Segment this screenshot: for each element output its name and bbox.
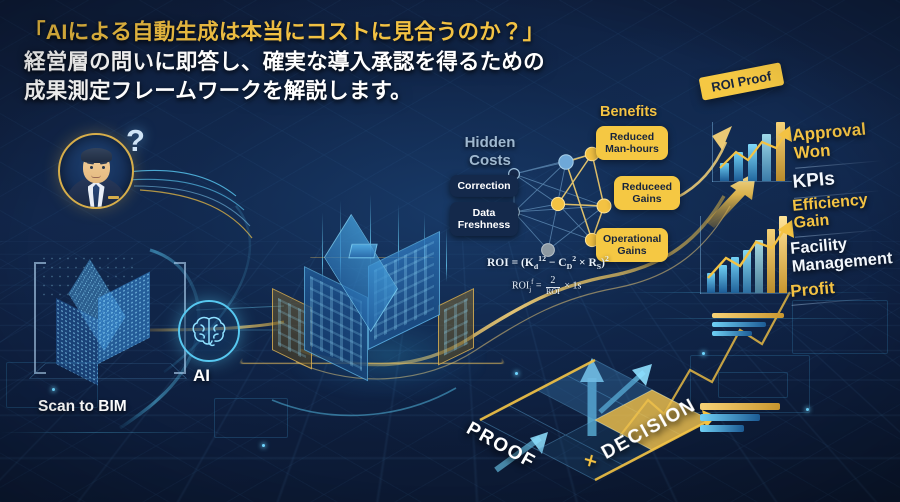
formula-prefix: ROI = (K [487,256,534,269]
hidden-costs-heading: Hidden Costs [464,134,516,169]
formula2-denominator: ROI [546,286,560,296]
avatar-eye-left [90,166,94,170]
roi-proof-badge[interactable]: ROI Proof [698,62,785,101]
formula-mid2: × R [576,256,597,269]
chart-trend-arrow [719,126,792,169]
formula2-numerator: 2 [546,275,560,288]
chart-bar [731,257,739,293]
roi-formula-line-1: ROI = (Kd12 − CD2 × RS)2 [487,254,609,271]
point-cloud-ground-plane [28,363,188,379]
benefits-heading: Benefits [600,104,658,120]
chart-trend-arrow [707,220,794,279]
chart-bar-horizontal [700,425,744,432]
chart-bar [743,250,751,293]
circuit-trace [214,398,288,438]
headline-line-3: 成果測定フレームワークを解説します。 [24,79,412,104]
chart-bar [748,144,757,181]
chart-bar [762,134,771,181]
chart-bar [776,122,785,181]
avatar-mouth [91,175,101,178]
bracket-left-icon [34,262,46,374]
chart-bar-horizontal [700,414,760,421]
formula-sub-d: d [533,262,539,272]
scan-ray [446,228,448,282]
formula-sub-cd: D [566,262,573,272]
formula2-sub-j: j [529,286,532,294]
headline: 「AIによる自動生成は本当にコストに見合うのか？」 経営層の問いに即答し、確実な… [24,18,644,107]
avatar-ring [58,133,134,209]
scan-to-bim-label: Scan to BIM [38,398,127,415]
chart-bar-horizontal [712,313,784,318]
scan-line [0,432,230,433]
chart-bar-horizontal [700,403,780,410]
chart-bar-horizontal [712,331,752,336]
avatar-eye-right [102,166,106,170]
point-cloud-building [28,254,190,397]
avatar-pocket-square [108,196,119,199]
lower-profit-bar-chart [700,400,784,434]
formula2-equals: = [533,280,545,292]
cost-pill-data-freshness[interactable]: Data Freshness [450,202,518,237]
chart-bar-horizontal [712,322,766,327]
ai-node [178,300,240,362]
node-dot [806,408,809,411]
node-dot [262,444,265,447]
brain-icon [192,316,226,347]
benefit-pill-reduced-man-hours[interactable]: Reduced Man-hours [596,126,668,161]
ai-label: AI [193,366,210,385]
question-mark-icon: ? [126,123,145,158]
right-label-text: Profit [789,277,836,301]
benefit-pill-reduced-gains[interactable]: Reduceed Gains [614,176,680,211]
headline-line-1: 「AIによる自動生成は本当にコストに見合うのか？」 [24,20,545,44]
executive-avatar: ? [58,123,145,209]
headline-line-2: 経営層の問いに即答し、確実な導入承認を得るための [24,49,545,74]
bim-penthouse [348,243,378,259]
circuit-trace [718,372,788,398]
cost-pill-correction[interactable]: Correction [450,175,518,198]
avatar-tie [92,184,100,207]
roi-proof-bar-chart [712,122,792,182]
formula2-lhs: ROI [512,280,530,292]
right-label-profit: Profit [788,256,881,324]
point-cloud-mass [56,259,160,386]
avatar-hair [80,148,112,163]
formula2-tail: × 1s [561,280,582,292]
chart-bar [755,240,763,293]
facility-profit-bar-chart [712,310,792,340]
chart-bar [734,152,743,181]
formula-sup-12: 12 [538,254,546,263]
formula-mid: − C [545,256,567,269]
chart-bar [779,216,787,293]
kpi-growth-bar-chart [700,216,796,294]
bim-building-model [288,194,488,406]
chart-bar [767,229,775,293]
formula-sup-final: 2 [604,254,609,263]
